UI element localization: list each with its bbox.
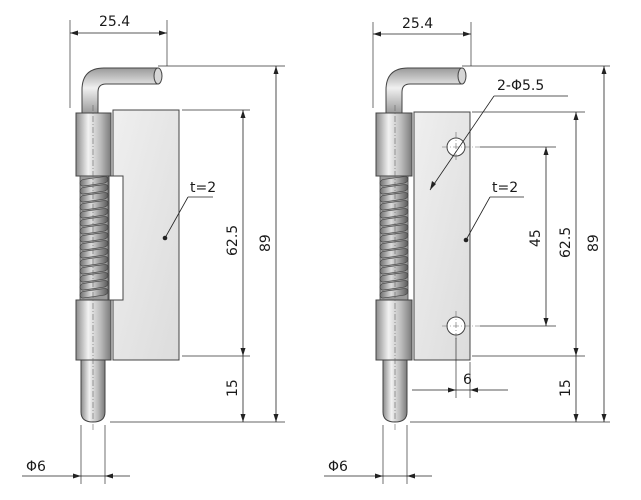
total-height-dim-label: 89 <box>258 234 274 252</box>
hole-offset-dim-label: 6 <box>463 372 472 388</box>
spring-coil <box>79 280 109 291</box>
spring-coil <box>379 240 409 251</box>
spring-coil <box>79 288 109 299</box>
thickness-note: t=2 <box>190 180 216 196</box>
thickness-note: t=2 <box>492 180 518 196</box>
lower-knuckle <box>75 299 112 361</box>
hole-note: 2-Φ5.5 <box>497 78 544 94</box>
spring <box>79 175 109 301</box>
spring-coil <box>79 184 109 195</box>
width-dim-label: 25.4 <box>99 14 130 30</box>
spring-coil <box>79 248 109 259</box>
pin-diameter-dim-label: Φ6 <box>26 459 46 475</box>
spring-coil <box>379 280 409 291</box>
spring-coil <box>79 232 109 243</box>
spring-coil <box>79 208 109 219</box>
spring-coil <box>79 200 109 211</box>
mounting-hole-bottom <box>442 311 480 341</box>
spring-coil <box>79 264 109 275</box>
right-hinge-view: 25.4 2-Φ5.5 t=2 45 62.5 15 <box>324 16 610 484</box>
upper-knuckle <box>375 112 413 177</box>
spring-coil <box>379 272 409 283</box>
spring <box>379 175 409 301</box>
hole-spacing-dim-label: 45 <box>528 229 544 247</box>
spring-coil <box>379 232 409 243</box>
upper-knuckle <box>75 112 112 177</box>
spring-coil <box>379 176 409 187</box>
height-dim-label: 62.5 <box>225 225 241 256</box>
spring-coil <box>79 216 109 227</box>
spring-coil <box>379 208 409 219</box>
spring-coil <box>379 184 409 195</box>
spring-coil <box>379 256 409 267</box>
width-dim-label: 25.4 <box>402 16 433 32</box>
pin-bend <box>385 67 463 119</box>
spring-coil <box>379 192 409 203</box>
spring-coil <box>379 264 409 275</box>
pin-length-dim-label: 15 <box>558 379 574 397</box>
spring-coil <box>79 256 109 267</box>
spring-coil <box>379 224 409 235</box>
spring-coil <box>79 192 109 203</box>
spring-coil <box>79 224 109 235</box>
spring-coil <box>79 272 109 283</box>
hinge-plate <box>112 109 180 361</box>
lower-knuckle <box>375 299 413 361</box>
total-height-dim-label: 89 <box>586 234 602 252</box>
pin-diameter-dim-label: Φ6 <box>328 459 348 475</box>
spring-coil <box>379 216 409 227</box>
pin-length-dim-label: 15 <box>225 379 241 397</box>
height-dim-label: 62.5 <box>558 227 574 258</box>
spring-coil <box>79 176 109 187</box>
mounting-hole-top <box>442 132 480 162</box>
spring-coil <box>379 200 409 211</box>
spring-coil <box>379 288 409 299</box>
left-hinge-view: 25.4 t=2 62.5 15 89 Φ6 <box>22 14 285 484</box>
spring-coil <box>379 248 409 259</box>
spring-coil <box>79 240 109 251</box>
